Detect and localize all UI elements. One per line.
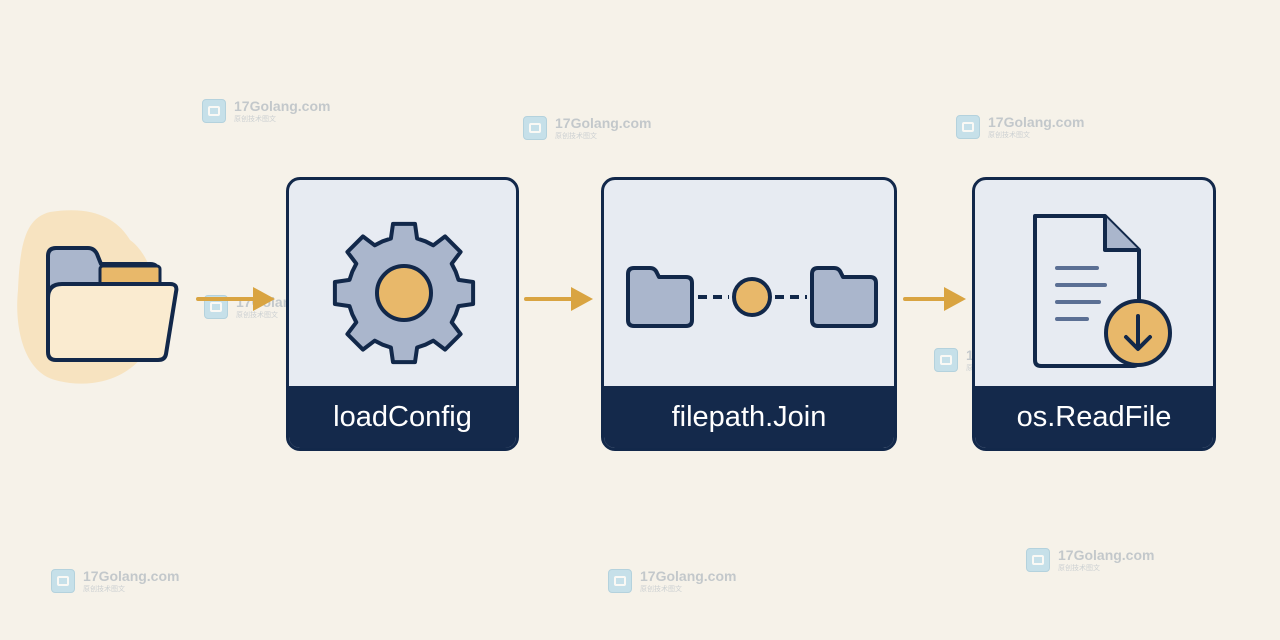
watermark-tagline: 原创技术图文 bbox=[640, 585, 682, 593]
open-folder-icon bbox=[46, 246, 179, 362]
folder-left-icon bbox=[626, 266, 694, 328]
gear-icon bbox=[332, 221, 476, 365]
edge-arrow-3 bbox=[903, 287, 966, 311]
watermark-logo-icon bbox=[51, 569, 75, 593]
watermark-logo-icon bbox=[608, 569, 632, 593]
folders-joined-icon bbox=[626, 266, 878, 328]
download-badge-icon bbox=[1104, 299, 1172, 367]
watermark-logo-icon bbox=[202, 99, 226, 123]
watermark-tagline: 原创技术图文 bbox=[234, 115, 276, 123]
node-os-readfile: os.ReadFile bbox=[972, 177, 1216, 451]
watermark-logo-icon bbox=[1026, 548, 1050, 572]
watermark-brand: 17Golang.com bbox=[640, 568, 737, 584]
watermark-logo-icon bbox=[956, 115, 980, 139]
watermark-tagline: 原创技术图文 bbox=[988, 131, 1030, 139]
watermark-tagline: 原创技术图文 bbox=[83, 585, 125, 593]
watermark-logo-icon bbox=[523, 116, 547, 140]
watermark-tagline: 原创技术图文 bbox=[1058, 564, 1100, 572]
edge-arrow-1 bbox=[196, 287, 275, 311]
node-filepath-join: filepath.Join bbox=[601, 177, 897, 451]
watermark-brand: 17Golang.com bbox=[1058, 547, 1155, 563]
watermark-brand: 17Golang.com bbox=[83, 568, 180, 584]
node-load-config: loadConfig bbox=[286, 177, 519, 451]
watermark-logo-icon bbox=[934, 348, 958, 372]
watermark-brand: 17Golang.com bbox=[988, 114, 1085, 130]
node-label: filepath.Join bbox=[604, 386, 894, 448]
watermark-tagline: 原创技术图文 bbox=[236, 311, 278, 319]
folder-right-icon bbox=[810, 266, 878, 328]
node-folder-source bbox=[17, 210, 179, 384]
watermark-tagline: 原创技术图文 bbox=[555, 132, 597, 140]
node-label: os.ReadFile bbox=[975, 386, 1213, 448]
file-download-icon bbox=[1033, 214, 1172, 368]
watermark-brand: 17Golang.com bbox=[234, 98, 331, 114]
node-label: loadConfig bbox=[289, 386, 516, 448]
watermark-brand: 17Golang.com bbox=[555, 115, 652, 131]
join-node-icon bbox=[732, 277, 772, 317]
edge-arrow-2 bbox=[524, 287, 593, 311]
